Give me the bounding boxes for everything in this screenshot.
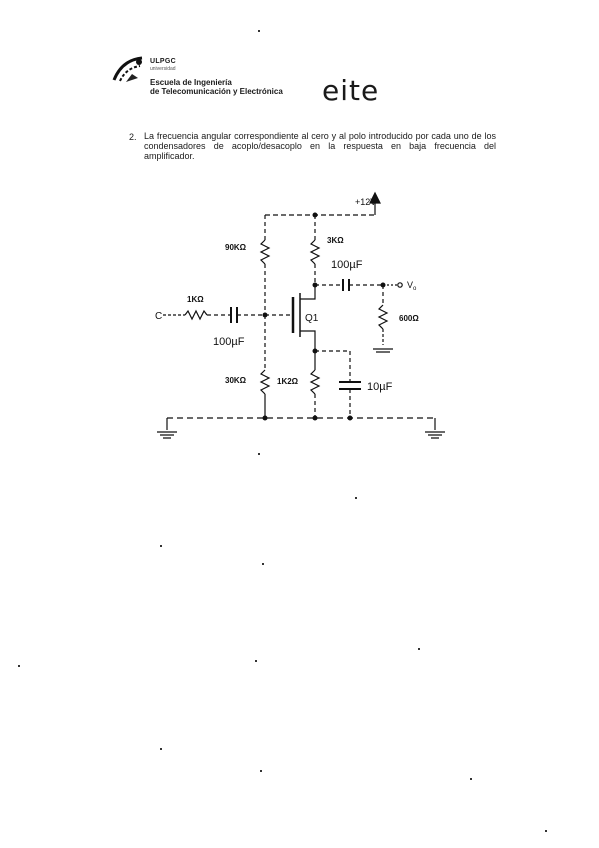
label-90k: 90KΩ <box>225 243 247 252</box>
scan-speck <box>545 830 547 832</box>
resistor-90k <box>259 239 271 265</box>
label-c-out: 100µF <box>331 259 363 271</box>
ground-right-icon <box>425 431 445 439</box>
scan-speck <box>418 648 420 650</box>
question-number: 2. <box>129 132 137 142</box>
ground-left-icon <box>157 431 177 439</box>
resistor-1k2 <box>309 369 321 395</box>
scan-speck <box>355 497 357 499</box>
load-ground-icon <box>373 348 393 353</box>
capacitor-input <box>230 307 238 323</box>
eite-logo: eite <box>322 74 380 107</box>
institution-name: ULPGC <box>150 58 176 65</box>
scan-speck <box>470 778 472 780</box>
question-text: La frecuencia angular correspondiente al… <box>144 131 496 161</box>
output-terminal <box>397 282 403 288</box>
label-1k2: 1K2Ω <box>277 377 299 386</box>
institution-subtitle: universidad <box>150 66 176 72</box>
amplifier-circuit-diagram: +12V 90KΩ 3KΩ 100µF Q1 600Ω Vo 1KΩ C 100… <box>155 191 445 439</box>
scan-speck <box>255 660 257 662</box>
resistor-3k <box>309 239 321 265</box>
resistor-600 <box>377 304 389 330</box>
supply-label: +12V <box>355 197 376 207</box>
school-name-line1: Escuela de Ingeniería <box>150 78 232 87</box>
resistor-1k-input <box>184 309 208 321</box>
label-input: C <box>155 311 162 322</box>
capacitor-output <box>342 279 350 291</box>
label-600: 600Ω <box>399 314 419 323</box>
label-c-bypass: 10µF <box>367 381 393 393</box>
label-1k: 1KΩ <box>187 295 204 304</box>
capacitor-bypass <box>339 381 361 390</box>
scan-speck <box>160 545 162 547</box>
label-c-in: 100µF <box>213 336 245 348</box>
scan-speck <box>258 30 260 32</box>
label-30k: 30KΩ <box>225 376 247 385</box>
label-3k: 3KΩ <box>327 236 344 245</box>
scan-speck <box>258 453 260 455</box>
university-logo-icon <box>112 56 143 82</box>
scan-speck <box>160 748 162 750</box>
scan-speck <box>262 563 264 565</box>
school-name-line2: de Telecomunicación y Electrónica <box>150 87 283 96</box>
scan-speck <box>260 770 262 772</box>
scan-speck <box>18 665 20 667</box>
resistor-30k <box>259 369 271 395</box>
label-vo: Vo <box>407 280 417 292</box>
label-q1: Q1 <box>305 313 319 324</box>
supply-arrow-icon <box>369 191 381 204</box>
